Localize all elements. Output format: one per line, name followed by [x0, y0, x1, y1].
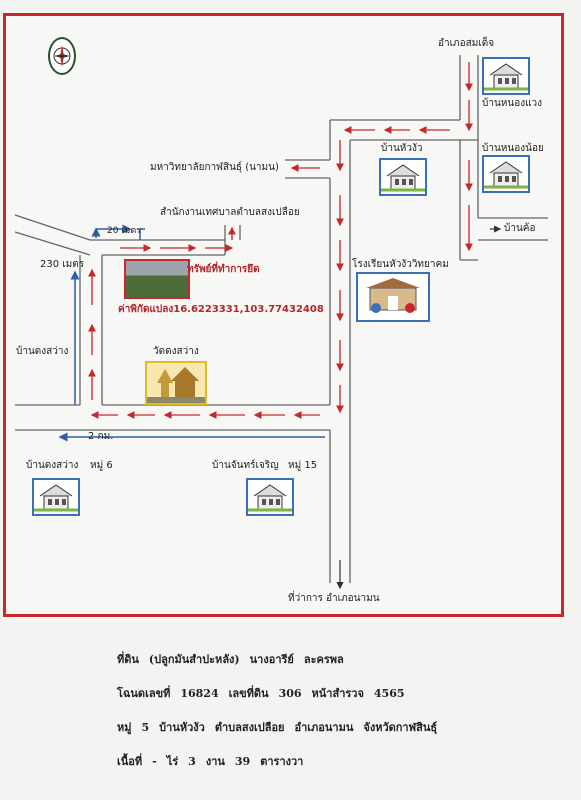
- label-tambon-office: สำนักงานเทศบาลตำบลสงเปลือย: [160, 207, 300, 218]
- label-ban-dong-sawang: บ้านดงสว่าง: [16, 346, 69, 357]
- house-icon: [482, 57, 530, 95]
- label-property: ทรัพย์ที่ทำการยึด: [187, 264, 260, 275]
- house-icon: [246, 478, 294, 516]
- label-moo15: หมู่ 15: [288, 460, 318, 471]
- compass-rose-icon: [48, 37, 76, 75]
- caption-line-1: ที่ดิน(ปลูกมันสำปะหลัง)นางอารีย์ละครพล: [117, 653, 344, 666]
- school-icon: [356, 272, 430, 322]
- label-ban-hua-ngua: บ้านหัวงัว: [381, 143, 423, 154]
- label-dist-230: 230 เมตร: [40, 259, 85, 270]
- label-ban-dong-sawang-m6: บ้านดงสว่าง: [26, 460, 79, 471]
- label-ban-chan-charoen: บ้านจันทร์เจริญ: [212, 460, 279, 471]
- label-ban-nong-waeng: บ้านหนองแวง: [482, 98, 543, 109]
- label-school: โรงเรียนหัวงัววิทยาคม: [352, 259, 449, 270]
- label-north-district: อำเภอสมเด็จ: [438, 38, 495, 49]
- property-photo: [124, 259, 190, 299]
- label-dist-20: 20 เมตร: [107, 226, 142, 236]
- house-icon: [379, 158, 427, 196]
- label-university: มหาวิทยาลัยกาฬสินธุ์ (นามน): [150, 162, 279, 173]
- label-wat-dong-sawang: วัดดงสว่าง: [153, 346, 199, 357]
- label-dist-2km: 2 กม.: [88, 431, 114, 442]
- map-frame: [3, 13, 564, 617]
- label-coords: ค่าพิกัดแปลง16.6223331,103.77432408: [118, 304, 324, 315]
- label-ban-khor: บ้านค้อ: [504, 223, 536, 234]
- label-moo6: หมู่ 6: [90, 460, 113, 471]
- house-icon: [32, 478, 80, 516]
- label-district-office: ที่ว่าการ อำเภอนามน: [288, 593, 380, 604]
- house-icon: [482, 155, 530, 193]
- label-ban-nong-noi: บ้านหนองน้อย: [482, 143, 544, 154]
- temple-icon: [145, 361, 207, 405]
